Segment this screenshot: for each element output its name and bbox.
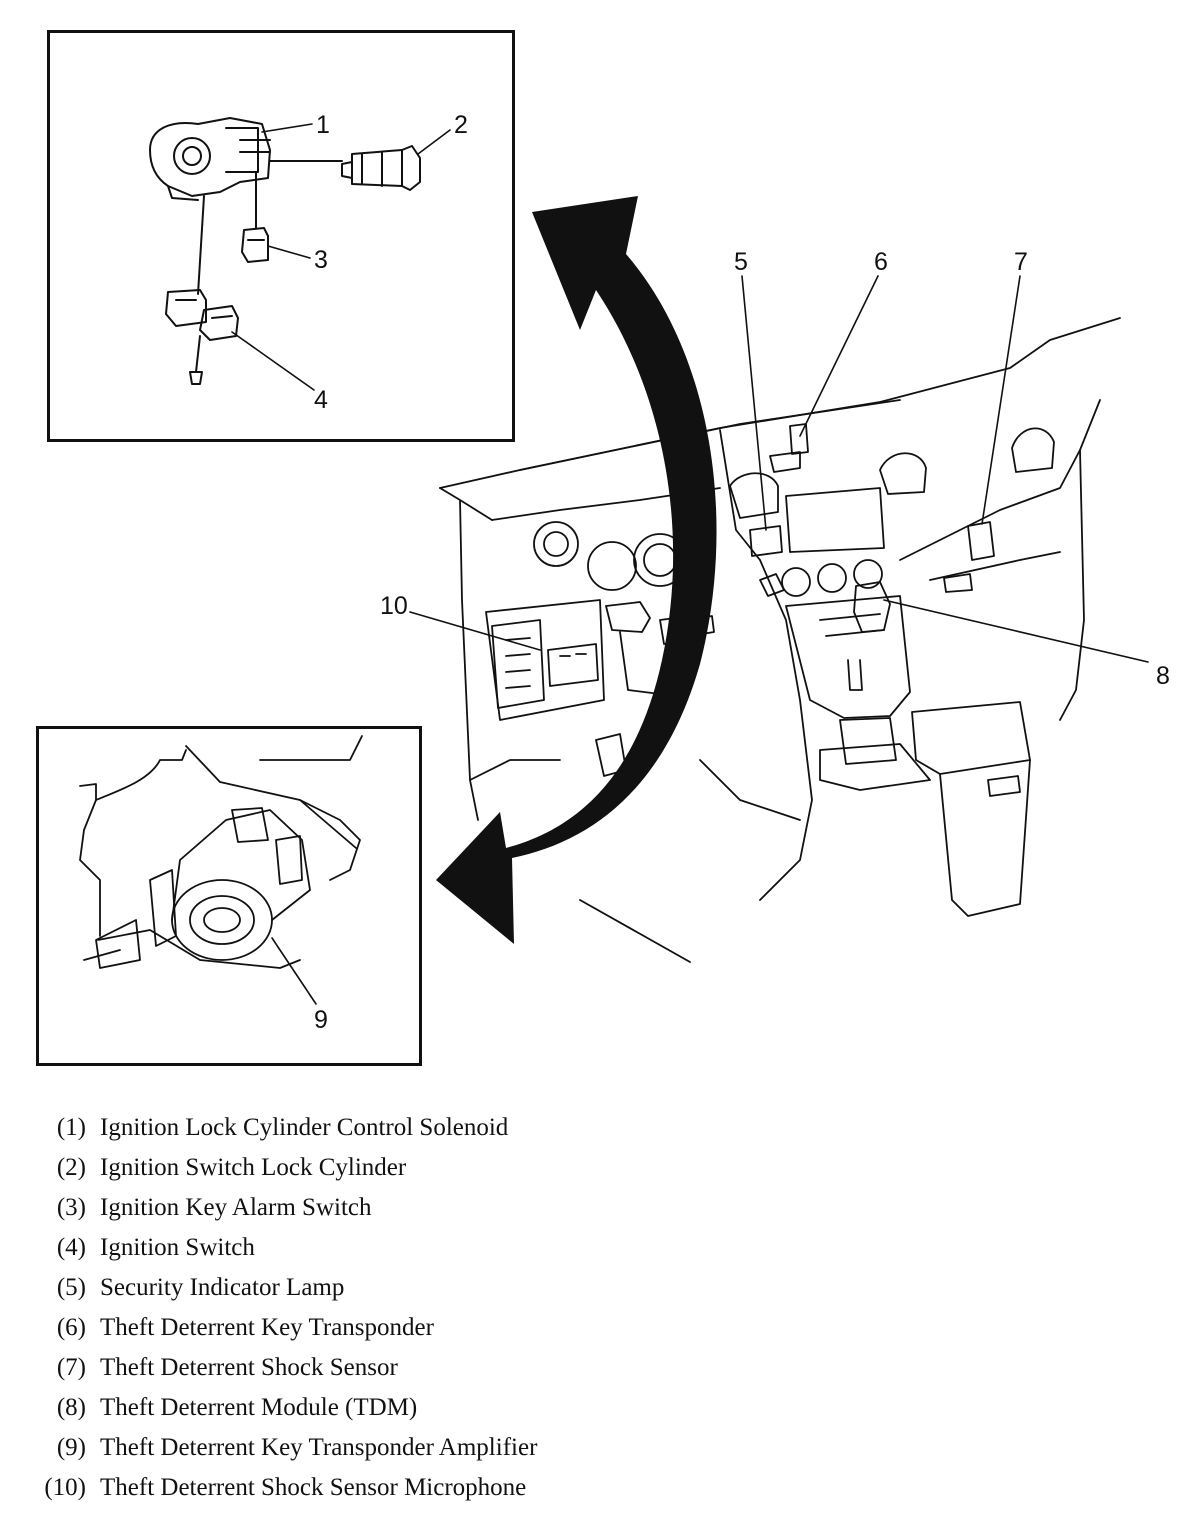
parts-legend: (1) Ignition Lock Cylinder Control Soleno… (30, 1108, 730, 1508)
legend-item: (9) Theft Deterrent Key Transponder Ampli… (30, 1428, 730, 1468)
legend-label: Ignition Lock Cylinder Control Solenoid (100, 1114, 509, 1141)
legend-number: (7) (56, 1354, 86, 1381)
leader-lines-top (231, 123, 451, 391)
legend-number: (8) (56, 1394, 86, 1421)
diagram-drawing: 1 2 3 4 5 6 7 8 9 10 (79, 111, 1170, 1034)
legend-item: (5) Security Indicator Lamp (30, 1268, 730, 1308)
legend-number: (2) (56, 1154, 86, 1181)
legend-item: (7) Theft Deterrent Shock Sensor (30, 1348, 730, 1388)
legend-label: Theft Deterrent Shock Sensor Microphone (100, 1474, 527, 1501)
dashboard-drawing (439, 317, 1121, 963)
callout-9: 9 (314, 1006, 328, 1034)
legend-item: (3) Ignition Key Alarm Switch (30, 1188, 730, 1228)
legend-number: (5) (56, 1274, 86, 1301)
legend-label: Ignition Key Alarm Switch (100, 1194, 372, 1221)
legend-label: Ignition Switch (100, 1234, 255, 1261)
legend-item: (2) Ignition Switch Lock Cylinder (30, 1148, 730, 1188)
callout-4: 4 (314, 386, 328, 414)
legend-number: (6) (56, 1314, 86, 1341)
legend-item: (10) Theft Deterrent Shock Sensor Microph… (30, 1468, 730, 1508)
ignition-assembly-inset (47, 30, 515, 442)
legend-number: (1) (56, 1114, 86, 1141)
legend-item: (4) Ignition Switch (30, 1228, 730, 1268)
legend-label: Theft Deterrent Module (TDM) (100, 1394, 418, 1421)
leader-lines-bottom (271, 937, 317, 1005)
legend-number: (3) (56, 1194, 86, 1221)
legend-label: Ignition Switch Lock Cylinder (100, 1154, 407, 1181)
legend-number: (9) (56, 1434, 86, 1461)
amplifier-drawing (79, 735, 363, 969)
callout-5: 5 (734, 248, 748, 276)
curved-arrow (436, 196, 717, 944)
legend-number: (10) (44, 1474, 86, 1501)
callout-7: 7 (1014, 248, 1028, 276)
callout-8: 8 (1156, 662, 1170, 690)
callout-3: 3 (314, 246, 328, 274)
key-alarm-switch-drawing (241, 171, 269, 263)
leader-lines-main (409, 275, 1149, 663)
callout-10: 10 (380, 592, 408, 620)
legend-item: (1) Ignition Lock Cylinder Control Soleno… (30, 1108, 730, 1148)
legend-item: (8) Theft Deterrent Module (TDM) (30, 1388, 730, 1428)
callout-6: 6 (874, 248, 888, 276)
legend-item: (6) Theft Deterrent Key Transponder (30, 1308, 730, 1348)
legend-label: Security Indicator Lamp (100, 1274, 345, 1301)
legend-label: Theft Deterrent Key Transponder Amplifie… (100, 1434, 538, 1461)
legend-label: Theft Deterrent Key Transponder (100, 1314, 434, 1341)
ignition-switch-drawing (165, 195, 239, 385)
lock-cylinder-drawing (269, 145, 421, 191)
legend-number: (4) (56, 1234, 86, 1261)
callout-2: 2 (454, 111, 468, 139)
lock-housing-drawing (149, 117, 271, 201)
legend-label: Theft Deterrent Shock Sensor (100, 1354, 398, 1381)
callout-1: 1 (316, 111, 330, 139)
diagram-stage: 1 2 3 4 5 6 7 8 9 10 (36, 30, 1170, 1066)
